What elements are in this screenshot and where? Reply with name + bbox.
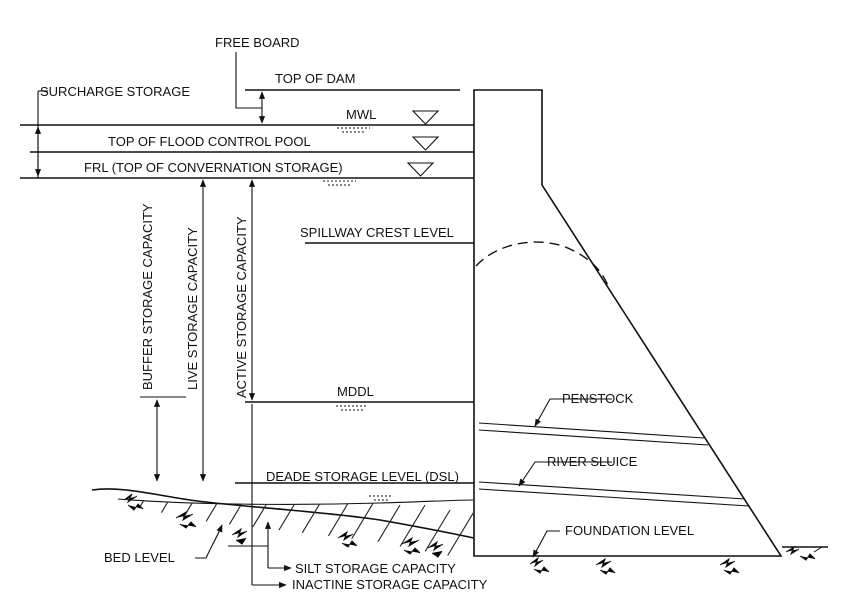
mwl-triangle [411,110,440,125]
free-board-leader [235,52,262,109]
inactive-storage-label: INACTINE STORAGE CAPACITY [292,577,488,592]
river-sluice-label: RIVER SLUICE [547,454,638,469]
mwl-label: MWL [346,107,376,122]
live-storage-label: LIVE STORAGE CAPACITY [185,227,200,390]
frl-label: FRL (TOP OF CONVERNATION STORAGE) [84,160,343,175]
foundation-level-leader [532,530,560,558]
ground-profile [91,488,828,548]
earth-hatch-marks [123,493,823,575]
penstock-pipe [478,422,709,446]
labels: FREE BOARD TOP OF DAM SURCHARGE STORAGE … [40,35,694,592]
penstock-label: PENSTOCK [562,391,634,406]
dam-body [473,89,783,557]
dimension-lines [34,52,292,589]
bed-level-leader [195,524,223,559]
silt-storage-label: SILT STORAGE CAPACITY [295,561,456,576]
active-storage-label: ACTIVE STORAGE CAPACITY [234,216,249,398]
dead-storage-level-label: DEADE STORAGE LEVEL (DSL) [266,469,459,484]
flood-control-pool-label: TOP OF FLOOD CONTROL POOL [108,134,311,149]
free-board-label: FREE BOARD [215,35,300,50]
foundation-level-label: FOUNDATION LEVEL [565,523,694,538]
river-sluice-leader [518,461,612,487]
water-surface-symbols [406,110,440,177]
frl-triangle [406,162,435,177]
penstock-leader [534,398,612,427]
buffer-storage-label: BUFFER STORAGE CAPACITY [140,203,155,390]
flood-pool-triangle [411,136,440,151]
leader-lines [195,398,612,559]
mddl-label: MDDL [337,384,374,399]
water-level-lines [20,89,474,484]
top-of-dam-label: TOP OF DAM [275,71,355,86]
surcharge-storage-label: SURCHARGE STORAGE [40,84,190,99]
spillway-crest-label: SPILLWAY CREST LEVEL [300,225,454,240]
water-ripple-marks [323,127,393,501]
bed-level-label: BED LEVEL [104,550,175,565]
